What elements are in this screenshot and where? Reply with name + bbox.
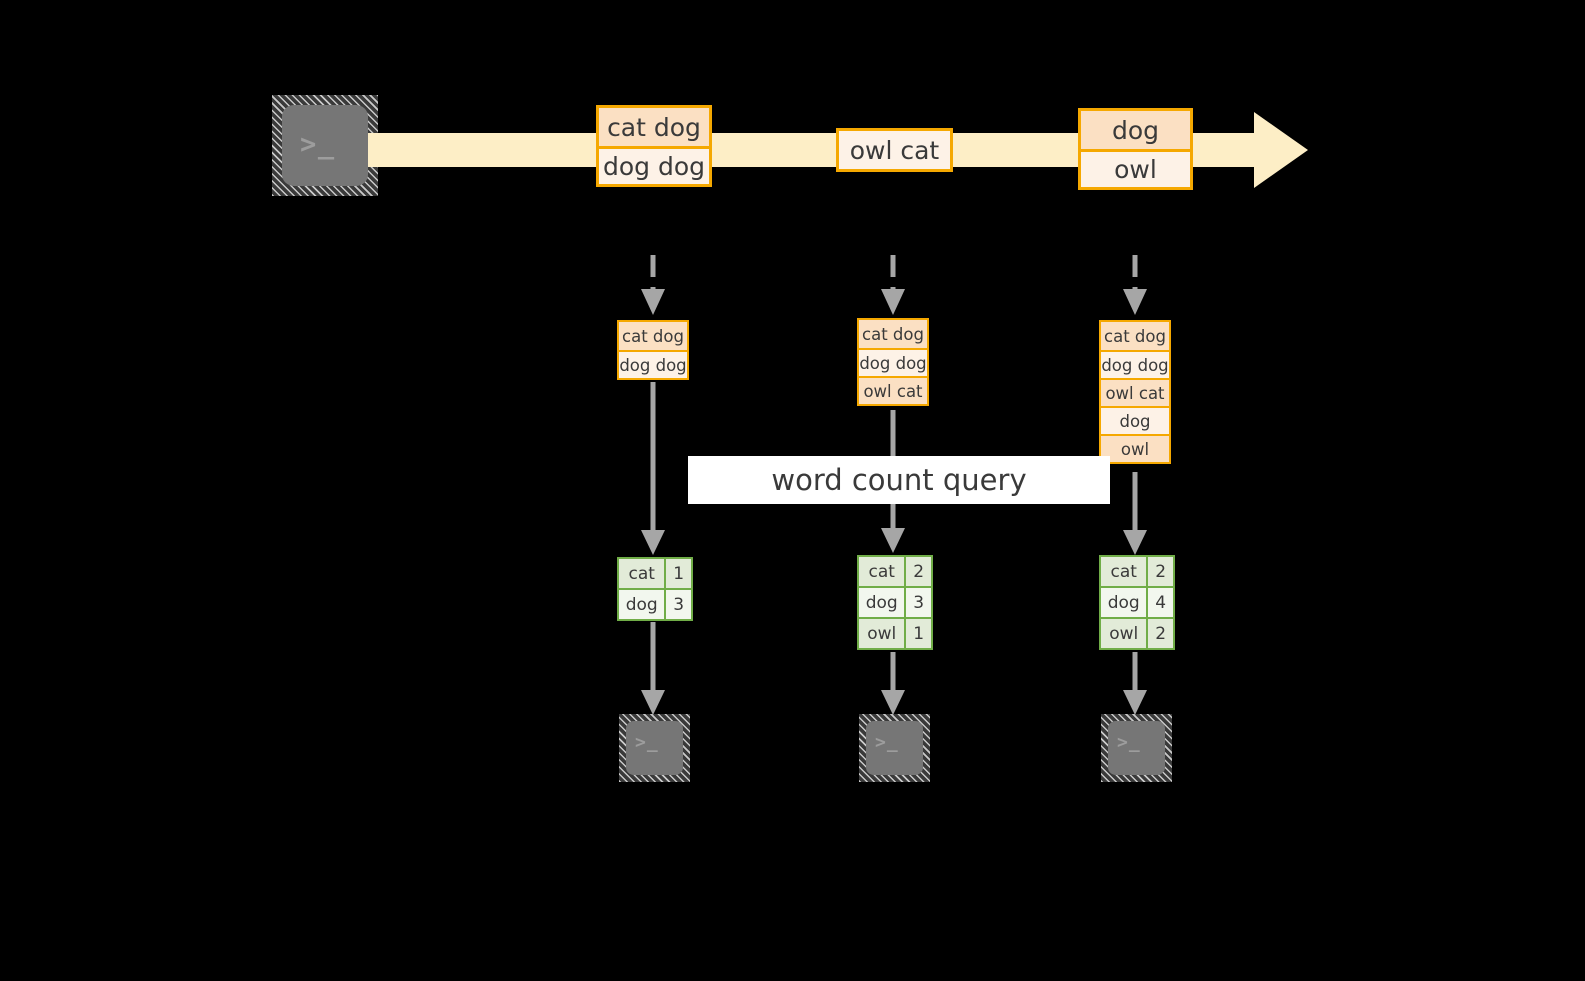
stream-record-1: cat dog dog dog	[596, 105, 712, 187]
dashed-connector-2	[878, 255, 908, 321]
result-count: 4	[1146, 588, 1173, 617]
table-row: dog 3	[859, 586, 931, 617]
result-count: 2	[1146, 619, 1173, 648]
result-word: cat	[1101, 557, 1147, 586]
result-count: 1	[664, 559, 691, 588]
snapshot-3-result-table: cat 2 dog 4 owl 2	[1099, 555, 1175, 650]
result-count: 2	[904, 557, 931, 586]
stream-record-3: dog owl	[1078, 108, 1193, 190]
result-word: owl	[1101, 619, 1147, 648]
table-row: cat 2	[859, 557, 931, 586]
terminal-screen	[626, 721, 683, 775]
snapshot-1-result-table: cat 1 dog 3	[617, 557, 693, 621]
terminal-prompt-glyph: >_	[635, 732, 659, 753]
snapshot-2-sink-arrow	[878, 652, 908, 717]
snapshot-1-input-table: cat dog dog dog	[617, 320, 689, 380]
stream-record-1-line-2: dog dog	[599, 146, 709, 184]
result-word: owl	[859, 619, 905, 648]
table-row: owl 2	[1101, 617, 1173, 648]
snapshot-3-input-row: dog	[1101, 406, 1169, 434]
stream-record-2-line-1: owl cat	[839, 131, 950, 169]
terminal-prompt-glyph: >_	[300, 129, 336, 160]
stream-record-3-line-1: dog	[1081, 111, 1190, 149]
table-row: cat 1	[619, 559, 691, 588]
snapshot-1-sink-terminal-icon: >_	[619, 714, 690, 782]
result-word: dog	[619, 590, 665, 619]
result-word: dog	[1101, 588, 1147, 617]
terminal-prompt-glyph: >_	[1117, 732, 1141, 753]
snapshot-3-input-table: cat dog dog dog owl cat dog owl	[1099, 320, 1171, 464]
stream-record-1-line-1: cat dog	[599, 108, 709, 146]
result-word: cat	[859, 557, 905, 586]
source-terminal-icon: >_	[272, 95, 378, 196]
terminal-prompt-glyph: >_	[875, 732, 899, 753]
snapshot-1-input-row: cat dog	[619, 322, 687, 350]
snapshot-2-input-row: cat dog	[859, 320, 927, 348]
result-count: 3	[904, 588, 931, 617]
table-row: owl 1	[859, 617, 931, 648]
terminal-screen	[866, 721, 923, 775]
stream-record-3-line-2: owl	[1081, 149, 1190, 187]
stream-record-2: owl cat	[836, 128, 953, 172]
snapshot-3-input-row: owl cat	[1101, 378, 1169, 406]
terminal-screen	[1108, 721, 1165, 775]
banner-label: word count query	[771, 463, 1027, 497]
snapshot-1-input-row: dog dog	[619, 350, 687, 378]
snapshot-2-input-table: cat dog dog dog owl cat	[857, 318, 929, 406]
snapshot-2-input-row: dog dog	[859, 348, 927, 376]
result-word: dog	[859, 588, 905, 617]
snapshot-2-input-row: owl cat	[859, 376, 927, 404]
table-row: dog 4	[1101, 586, 1173, 617]
table-row: cat 2	[1101, 557, 1173, 586]
snapshot-1-query-arrow	[638, 382, 668, 557]
snapshot-3-input-row: dog dog	[1101, 350, 1169, 378]
snapshot-2-result-table: cat 2 dog 3 owl 1	[857, 555, 933, 650]
dashed-connector-1	[638, 255, 668, 321]
word-count-query-banner: word count query	[688, 456, 1110, 504]
snapshot-1-sink-arrow	[638, 622, 668, 717]
snapshot-2-sink-terminal-icon: >_	[859, 714, 930, 782]
result-count: 3	[664, 590, 691, 619]
snapshot-3-sink-terminal-icon: >_	[1101, 714, 1172, 782]
terminal-screen	[282, 105, 368, 186]
snapshot-3-query-arrow	[1120, 472, 1150, 557]
snapshot-3-input-row: cat dog	[1101, 322, 1169, 350]
result-count: 1	[904, 619, 931, 648]
result-count: 2	[1146, 557, 1173, 586]
table-row: dog 3	[619, 588, 691, 619]
dashed-connector-3	[1120, 255, 1150, 321]
snapshot-3-input-row: owl	[1101, 434, 1169, 462]
result-word: cat	[619, 559, 665, 588]
snapshot-3-sink-arrow	[1120, 652, 1150, 717]
